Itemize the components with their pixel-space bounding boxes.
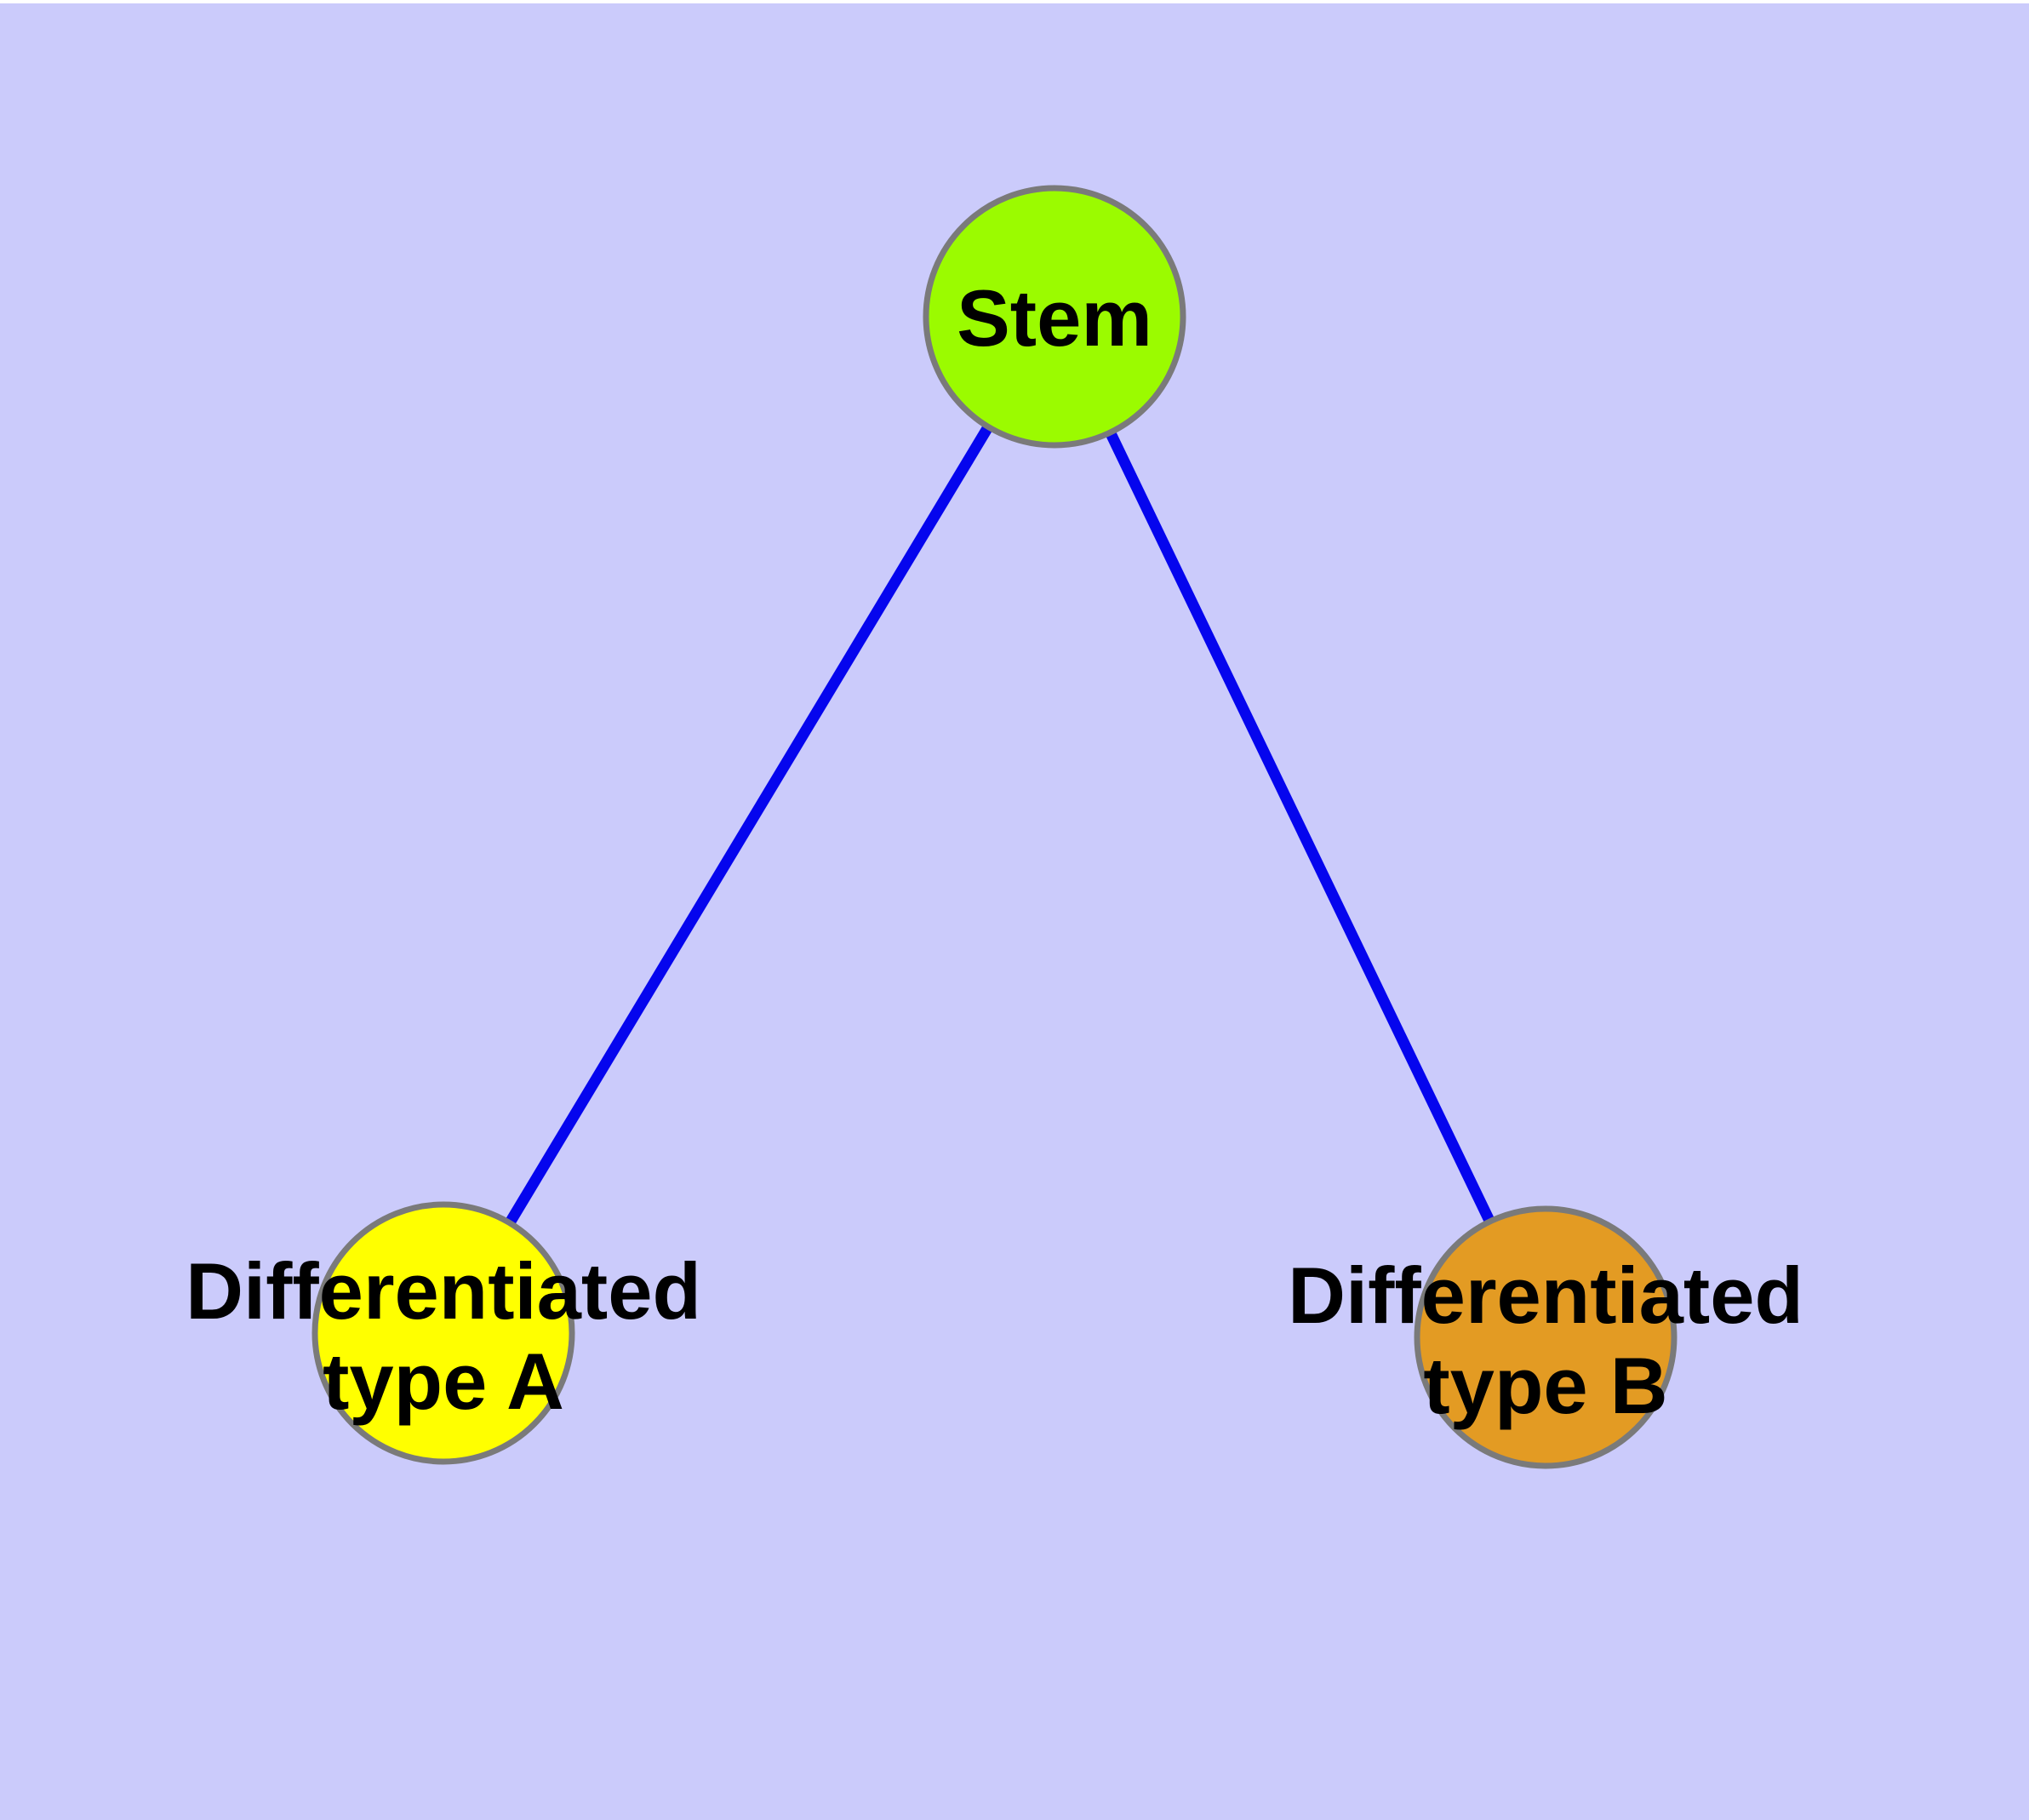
node-differentiated-type-a-label-line2: type A xyxy=(323,1336,564,1426)
edge-stem-to-type-b xyxy=(1049,314,1551,1340)
node-differentiated-type-b: Differentiated type B xyxy=(1288,1205,1803,1469)
edge-group xyxy=(438,313,1551,1340)
node-stem-circle xyxy=(923,185,1186,449)
node-differentiated-type-b-label-line2: type B xyxy=(1423,1341,1667,1430)
node-stem: Stem xyxy=(923,185,1186,449)
edge-stem-to-type-a xyxy=(438,313,1060,1336)
node-differentiated-type-a: Differentiated type A xyxy=(186,1201,701,1465)
node-differentiated-type-b-label-line1: Differentiated xyxy=(1288,1251,1803,1340)
node-differentiated-type-b-circle xyxy=(1414,1205,1677,1469)
node-stem-label: Stem xyxy=(957,273,1152,363)
node-differentiated-type-a-circle xyxy=(311,1201,575,1465)
node-differentiated-type-a-label-line1: Differentiated xyxy=(186,1246,701,1336)
